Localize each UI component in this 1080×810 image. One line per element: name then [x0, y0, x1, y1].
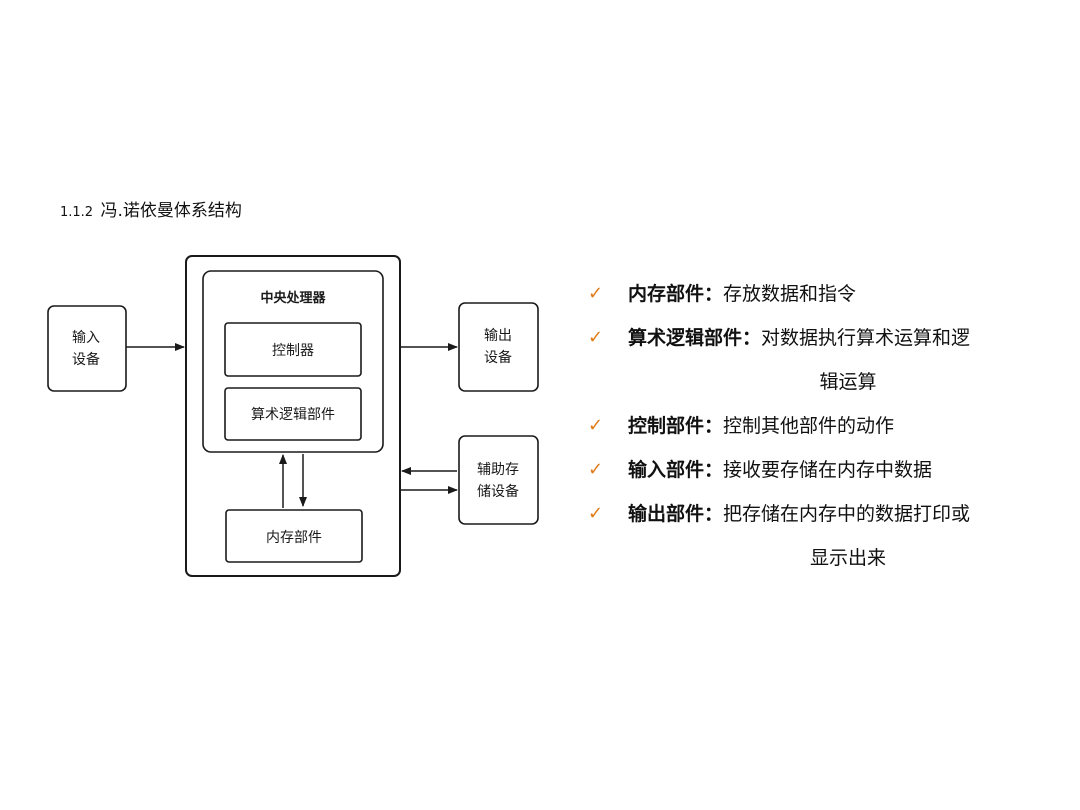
section-title: 冯.诺依曼体系结构	[100, 201, 242, 221]
controller-box	[224, 322, 362, 377]
bullet-desc: 控制其他部件的动作	[723, 415, 895, 437]
aux-storage-box	[458, 435, 539, 525]
cpu-label: 中央处理器	[260, 290, 326, 306]
bullet-desc: 接收要存储在内存中数据	[723, 459, 933, 481]
output-device-line2: 设备	[484, 349, 512, 366]
bullet-term: 内存部件：	[628, 283, 724, 305]
cpu-box	[202, 270, 384, 453]
bullet-continuation: 辑运算	[819, 371, 877, 393]
input-device-line1: 输入	[72, 330, 100, 346]
checkmark-icon: ✓	[588, 459, 604, 480]
bullet-desc: 存放数据和指令	[723, 283, 857, 305]
aux-storage-line1: 辅助存	[477, 462, 519, 478]
checkmark-icon: ✓	[588, 327, 604, 348]
alu-label: 算术逻辑部件	[251, 407, 335, 423]
memory-box	[225, 509, 363, 563]
bullet-term: 算术逻辑部件：	[628, 327, 762, 349]
output-device-box	[458, 302, 539, 392]
bullet-desc: 对数据执行算术运算和逻	[761, 327, 971, 349]
bullet-memory: ✓ 内存部件：存放数据和指令	[588, 272, 1068, 316]
bullet-alu: ✓ 算术逻辑部件：对数据执行算术运算和逻 辑运算	[588, 316, 1068, 404]
bullet-output: ✓ 输出部件：把存储在内存中的数据打印或 显示出来	[588, 492, 1068, 580]
bullet-input: ✓ 输入部件：接收要存储在内存中数据	[588, 448, 1068, 492]
input-device-box	[47, 305, 127, 392]
checkmark-icon: ✓	[588, 415, 604, 436]
bullet-desc: 把存储在内存中的数据打印或	[723, 503, 971, 525]
input-device-line2: 设备	[72, 351, 100, 368]
memory-label: 内存部件	[266, 530, 322, 546]
bullet-term: 输入部件：	[628, 459, 724, 481]
bullet-term: 输出部件：	[628, 503, 724, 525]
output-device-line1: 输出	[484, 328, 512, 344]
bullet-control: ✓ 控制部件：控制其他部件的动作	[588, 404, 1068, 448]
slide-title: 1.1.2 冯.诺依曼体系结构	[60, 196, 242, 221]
checkmark-icon: ✓	[588, 283, 604, 304]
bullet-continuation: 显示出来	[809, 547, 886, 569]
computer-frame	[185, 255, 401, 577]
bullet-term: 控制部件：	[628, 415, 724, 437]
aux-storage-line2: 储设备	[477, 483, 519, 500]
section-number: 1.1.2	[60, 205, 94, 220]
controller-label: 控制器	[272, 343, 314, 359]
alu-box	[224, 387, 362, 441]
checkmark-icon: ✓	[588, 503, 604, 524]
component-bullet-list: ✓ 内存部件：存放数据和指令 ✓ 算术逻辑部件：对数据执行算术运算和逻 辑运算 …	[588, 272, 1068, 580]
